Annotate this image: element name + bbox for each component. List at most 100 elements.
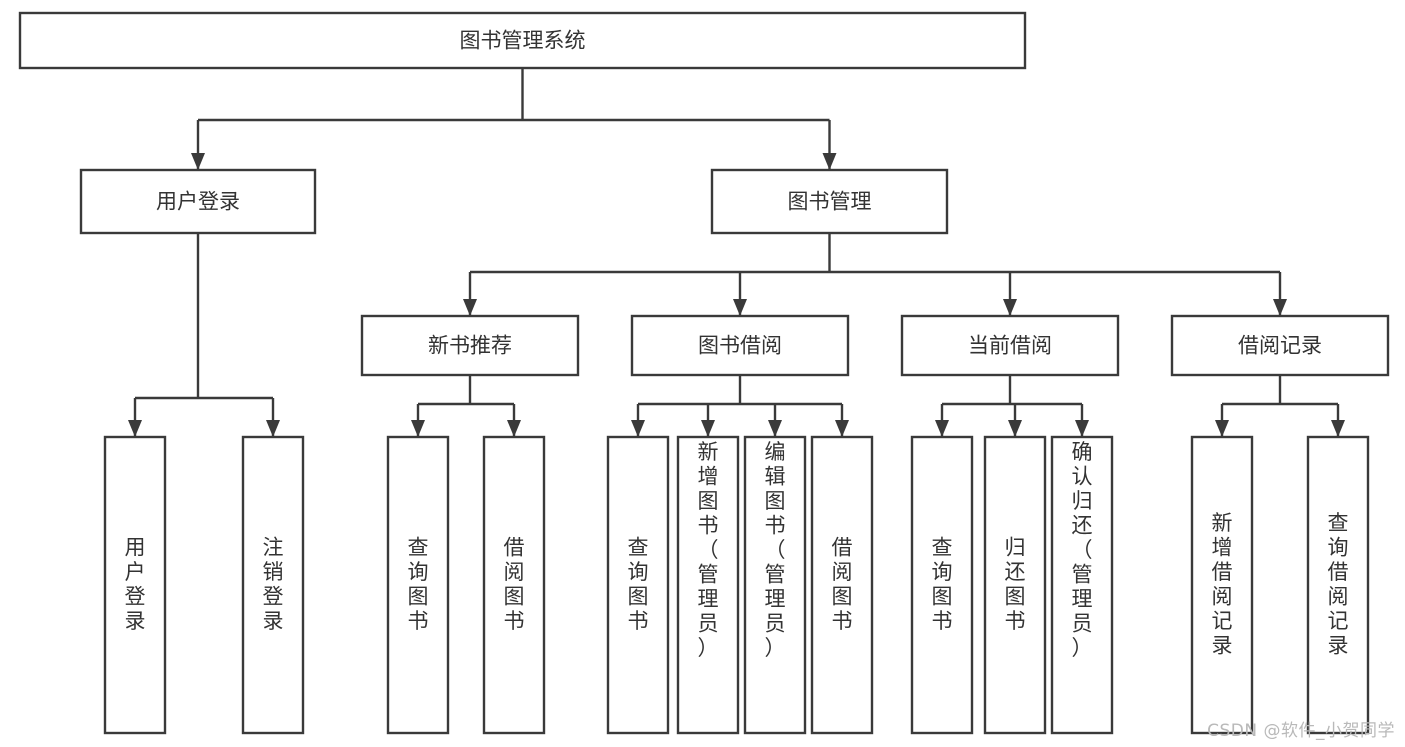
node-leaf-user-login[interactable]: 用户登录 (103, 435, 167, 735)
arrow-head-shape (1215, 420, 1229, 437)
node-rect (1050, 435, 1114, 735)
arrow-head-icon (822, 153, 837, 170)
arrow-head-shape (1008, 420, 1022, 437)
node-rect (241, 435, 305, 735)
node-leaf-query-book-1[interactable]: 查询图书 (386, 435, 450, 735)
arrow-head-icon (1008, 420, 1022, 437)
node-root[interactable]: 图书管理系统 (18, 11, 1027, 70)
node-leaf-confirm-return-admin[interactable]: 确认归还（管理员） (1050, 435, 1114, 735)
arrow-head-icon (266, 420, 280, 437)
node-rect (79, 168, 317, 235)
arrow-head-shape (701, 420, 715, 437)
node-label: 用户登录 (156, 190, 240, 214)
arrow-head-shape (411, 420, 425, 437)
node-rect (710, 168, 949, 235)
node-label: 当前借阅 (968, 334, 1052, 358)
node-label: 用户登录 (125, 535, 146, 633)
node-leaf-borrow-book-2[interactable]: 借阅图书 (810, 435, 874, 735)
arrow-head-shape (1331, 420, 1345, 437)
node-rect (676, 435, 740, 735)
arrow-head-shape (266, 420, 280, 437)
node-leaf-query-book-2[interactable]: 查询图书 (606, 435, 670, 735)
arrow-head-icon (128, 420, 142, 437)
node-label: 图书管理系统 (460, 29, 586, 53)
node-leaf-logout-login[interactable]: 注销登录 (241, 435, 305, 735)
arrow-head-icon (835, 420, 849, 437)
arrow-head-icon (701, 420, 715, 437)
arrow-head-shape (768, 420, 782, 437)
node-label: 查询借阅记录 (1328, 511, 1349, 658)
node-rect (743, 435, 807, 735)
node-label: 新增图书（管理员） (698, 440, 719, 660)
node-rect (103, 435, 167, 735)
node-label: 编辑图书（管理员） (765, 440, 786, 660)
node-label: 借阅记录 (1238, 334, 1322, 358)
arrow-head-shape (507, 420, 521, 437)
arrow-head-icon (1215, 420, 1229, 437)
arrow-head-shape (1273, 299, 1287, 316)
node-rect (606, 435, 670, 735)
arrow-head-icon (768, 420, 782, 437)
arrow-head-icon (1003, 299, 1017, 316)
arrow-head-shape (1003, 299, 1017, 316)
node-layer: 图书管理系统用户登录图书管理新书推荐图书借阅当前借阅借阅记录用户登录注销登录查询… (18, 11, 1390, 735)
node-rect (630, 314, 850, 377)
node-leaf-query-borrow-record[interactable]: 查询借阅记录 (1306, 435, 1370, 735)
node-leaf-add-borrow-record[interactable]: 新增借阅记录 (1190, 435, 1254, 735)
node-leaf-return-book[interactable]: 归还图书 (983, 435, 1047, 735)
node-label: 新书推荐 (428, 334, 512, 358)
arrow-head-icon (1273, 299, 1287, 316)
node-borrow-record[interactable]: 借阅记录 (1170, 314, 1390, 377)
node-leaf-edit-book-admin[interactable]: 编辑图书（管理员） (743, 435, 807, 735)
node-book-manage[interactable]: 图书管理 (710, 168, 949, 235)
node-rect (900, 314, 1120, 377)
node-leaf-add-book-admin[interactable]: 新增图书（管理员） (676, 435, 740, 735)
arrow-head-icon (507, 420, 521, 437)
arrow-head-shape (191, 153, 205, 170)
arrow-head-shape (631, 420, 645, 437)
node-label: 查询图书 (932, 535, 953, 633)
node-label: 注销登录 (263, 535, 284, 633)
arrow-head-shape (835, 420, 849, 437)
connector-layer (128, 68, 1345, 437)
node-rect (1170, 314, 1390, 377)
node-current-borrow[interactable]: 当前借阅 (900, 314, 1120, 377)
node-label: 确认归还（管理员） (1072, 440, 1093, 660)
node-rect (18, 11, 1027, 70)
arrow-head-icon (733, 299, 747, 316)
node-rect (482, 435, 546, 735)
node-new-book-recommend[interactable]: 新书推荐 (360, 314, 580, 377)
arrow-head-shape (463, 299, 477, 316)
arrow-head-icon (631, 420, 645, 437)
node-label: 图书管理 (788, 190, 872, 214)
node-rect (1306, 435, 1370, 735)
node-rect (1190, 435, 1254, 735)
node-label: 借阅图书 (832, 535, 853, 633)
arrow-head-icon (1331, 420, 1345, 437)
node-user-login[interactable]: 用户登录 (79, 168, 317, 235)
node-leaf-query-book-3[interactable]: 查询图书 (910, 435, 974, 735)
arrow-head-shape (733, 299, 747, 316)
arrow-head-icon (935, 420, 949, 437)
node-leaf-borrow-book-1[interactable]: 借阅图书 (482, 435, 546, 735)
node-book-borrow[interactable]: 图书借阅 (630, 314, 850, 377)
arrow-head-shape (822, 153, 837, 170)
watermark-label: CSDN @软件_小贺同学 (1207, 721, 1395, 741)
arrow-head-icon (191, 153, 205, 170)
node-label: 查询图书 (628, 535, 649, 633)
arrow-head-icon (463, 299, 477, 316)
node-rect (910, 435, 974, 735)
node-label: 图书借阅 (698, 334, 782, 358)
arrow-head-icon (1075, 420, 1089, 437)
arrow-head-shape (935, 420, 949, 437)
arrow-head-shape (128, 420, 142, 437)
node-label: 归还图书 (1005, 535, 1026, 633)
node-rect (360, 314, 580, 377)
node-label: 查询图书 (408, 535, 429, 633)
arrow-head-icon (411, 420, 425, 437)
node-rect (386, 435, 450, 735)
node-rect (983, 435, 1047, 735)
arrow-head-shape (1075, 420, 1089, 437)
